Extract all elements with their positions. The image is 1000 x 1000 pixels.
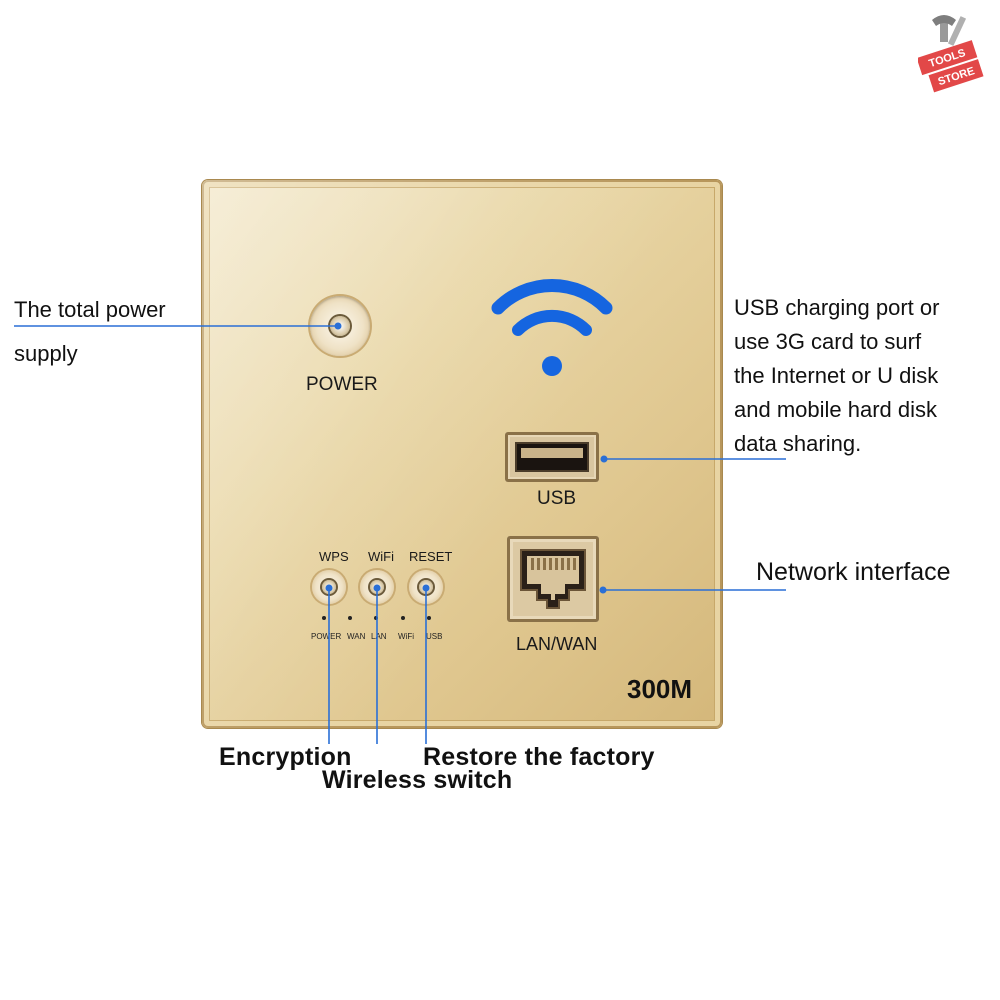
callout-usb-line2: use 3G card to surf xyxy=(734,329,922,354)
leader-end-wireless xyxy=(373,584,381,592)
indicator-dot-wan xyxy=(348,616,352,620)
callout-usb-line4: and mobile hard disk xyxy=(734,397,938,422)
indicator-label-power: POWER xyxy=(311,632,342,641)
callout-restore: Restore the factory xyxy=(423,743,655,771)
callout-power-line1: The total power xyxy=(14,297,166,322)
callout-network: Network interface xyxy=(756,558,951,586)
reset-label: RESET xyxy=(409,549,453,564)
lan-wan-label: LAN/WAN xyxy=(516,634,598,654)
wifi-label: WiFi xyxy=(368,549,394,564)
callout-power-line2: supply xyxy=(14,341,78,366)
rj45-socket-icon xyxy=(520,549,586,609)
indicator-dot-lan xyxy=(374,616,378,620)
indicator-label-wan: WAN xyxy=(347,632,366,641)
indicator-dot-power xyxy=(322,616,326,620)
wps-label: WPS xyxy=(319,549,349,564)
usb-label: USB xyxy=(537,488,577,509)
leader-end-power xyxy=(334,322,342,330)
indicator-dot-usb xyxy=(427,616,431,620)
callout-usb-line1: USB charging port or xyxy=(734,295,940,320)
leader-end-network xyxy=(599,586,607,594)
indicator-label-wifi: WiFi xyxy=(398,632,414,641)
leader-end-restore xyxy=(422,584,430,592)
indicator-label-usb: USB xyxy=(426,632,443,641)
callout-usb-line3: the Internet or U disk xyxy=(734,363,939,388)
wifi-icon xyxy=(491,279,613,376)
power-label: POWER xyxy=(306,374,378,395)
callout-usb: USB charging port or use 3G card to surf… xyxy=(734,291,939,461)
indicator-dot-wifi xyxy=(401,616,405,620)
callout-power: The total power supply xyxy=(14,288,166,376)
callout-wireless: Wireless switch xyxy=(322,766,513,794)
usb-port-tongue xyxy=(521,448,583,458)
callout-encryption: Encryption xyxy=(219,743,352,771)
leader-end-usb xyxy=(600,455,608,463)
lan-wan-port[interactable] xyxy=(507,536,599,622)
indicator-label-lan: LAN xyxy=(371,632,387,641)
tools-store-logo: TOOLS STORE xyxy=(916,12,984,102)
callout-usb-line5: data sharing. xyxy=(734,431,862,456)
usb-port[interactable] xyxy=(505,432,599,482)
model-label: 300M xyxy=(627,674,693,704)
leader-end-encryption xyxy=(325,584,333,592)
